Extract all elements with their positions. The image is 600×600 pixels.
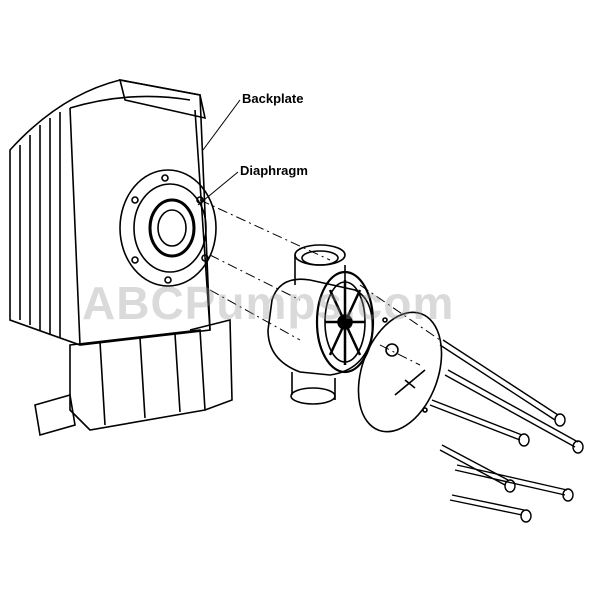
pump-base — [34, 318, 233, 437]
cover-plate — [357, 311, 443, 433]
diaphragm-leader — [197, 171, 239, 206]
drive-housing — [9, 78, 211, 346]
backplate-label: Backplate — [242, 91, 304, 106]
backplate — [119, 169, 217, 287]
diaphragm-label: Diaphragm — [240, 163, 308, 178]
backplate-leader — [202, 99, 241, 151]
bolts — [429, 339, 584, 523]
watermark: ABCPumps.com — [82, 277, 455, 329]
pump-head — [267, 244, 375, 405]
